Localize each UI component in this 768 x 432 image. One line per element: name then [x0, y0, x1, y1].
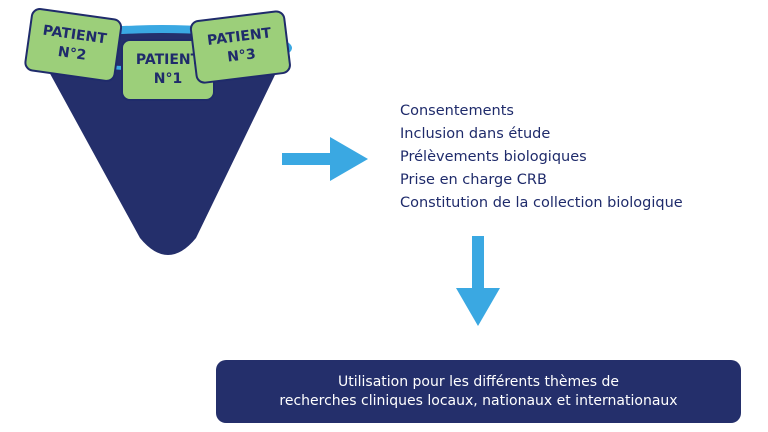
arrow-down-icon [456, 236, 500, 326]
process-steps-list: Consentements Inclusion dans étude Prélè… [400, 100, 683, 215]
result-line-1: Utilisation pour les différents thèmes d… [338, 373, 619, 390]
funnel-body [36, 48, 288, 255]
step-prise-en-charge: Prise en charge CRB [400, 172, 547, 188]
patient-card-2-line2: N°2 [57, 44, 87, 64]
step-consentements: Consentements [400, 103, 514, 119]
step-inclusion: Inclusion dans étude [400, 126, 551, 142]
patient-card-2: PATIENT N°2 [24, 8, 123, 82]
patient-card-1: PATIENT N°1 [121, 39, 215, 101]
result-box: Utilisation pour les différents thèmes d… [216, 360, 741, 423]
patient-card-3: PATIENT N°3 [189, 10, 291, 84]
patient-card-1-line2: N°1 [154, 71, 182, 87]
patient-card-3-line1: PATIENT [206, 25, 272, 49]
step-constitution: Constitution de la collection biologique [400, 195, 683, 211]
arrow-right-icon [282, 137, 368, 181]
result-line-2: recherches cliniques locaux, nationaux e… [279, 392, 678, 409]
patient-card-3-line2: N°3 [226, 46, 256, 65]
step-prelevements: Prélèvements biologiques [400, 149, 587, 165]
patient-card-1-line1: PATIENT [136, 52, 201, 68]
